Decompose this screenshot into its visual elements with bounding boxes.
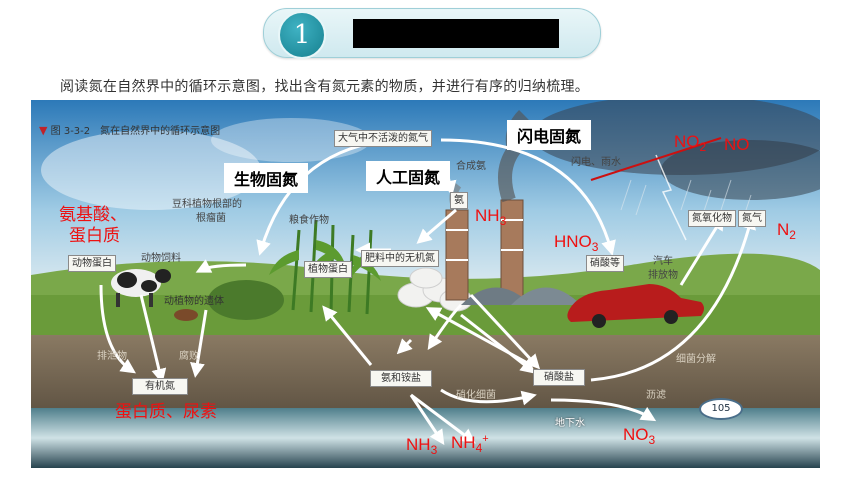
label-nitrifying-bacteria: 硝化细菌	[456, 390, 496, 401]
box-nitric-acid: 硝酸等	[586, 255, 624, 272]
callout-lightning-fixation: 闪电固氮	[507, 120, 592, 150]
intro-text: 阅读氮在自然界中的循环示意图，找出含有氮元素的物质，并进行有序的归纳梳理。	[60, 79, 590, 95]
section-number: 1	[293, 20, 311, 50]
callout-biological-fixation: 生物固氮	[224, 163, 309, 193]
label-car-line1: 汽车	[653, 256, 673, 267]
annotation-hno3: HNO3	[554, 232, 599, 254]
box-plant-protein: 植物蛋白	[304, 261, 352, 278]
box-animal-protein: 动物蛋白	[68, 255, 116, 272]
box-nitrogen-gas: 氮气	[738, 210, 766, 227]
label-legume-line1: 豆科植物根部的	[172, 199, 242, 210]
box-nitrate-salt: 硝酸盐	[533, 369, 585, 386]
label-plant-animal-remains: 动植物的遗体	[164, 296, 224, 307]
box-ammonia-ammonium: 氨和铵盐	[370, 370, 432, 387]
annotation-n2-right: N2	[777, 220, 796, 242]
callout-industrial-fixation: 人工固氮	[366, 161, 451, 191]
annotation-no3-bottom: NO3	[623, 425, 656, 447]
annotation-amino-line2: 蛋白质	[69, 226, 120, 245]
annotation-no: NO	[724, 135, 750, 154]
label-car-line2: 排放物	[648, 270, 678, 281]
box-atmospheric-nitrogen: 大气中不活泼的氮气	[334, 130, 432, 147]
annotation-n2-top: N2	[387, 100, 406, 103]
page-number-badge: 105	[699, 398, 743, 420]
annotation-nh4-bottom: NH4+	[451, 433, 489, 455]
label-leaching: 沥滤	[646, 390, 666, 401]
label-excreta: 排泄物	[97, 351, 127, 362]
figure-caption: ▼ 图 3-3-2 氮在自然界中的循环示意图	[39, 122, 220, 137]
caption-marker-icon: ▼	[39, 124, 48, 137]
label-bacterial-decomposition: 细菌分解	[676, 354, 716, 365]
box-ammonia: 氨	[450, 192, 468, 209]
box-nitrogen-oxides: 氮氧化物	[688, 210, 736, 227]
label-synthetic-ammonia: 合成氨	[456, 161, 486, 172]
label-grain-crops: 粮食作物	[289, 215, 329, 226]
figure-caption-text: 图 3-3-2 氮在自然界中的循环示意图	[50, 126, 221, 137]
label-lightning-rain: 闪电、雨水	[571, 157, 621, 168]
box-organic-nitrogen: 有机氮	[132, 378, 188, 395]
label-animal-feed: 动物饲料	[141, 253, 181, 264]
annotation-amino-acids-protein: 氨基酸、 蛋白质	[59, 204, 127, 246]
annotation-nh3-bottom: NH3	[406, 435, 438, 457]
label-legume-line2: 根瘤菌	[196, 213, 226, 224]
annotation-protein-urea: 蛋白质、尿素	[115, 402, 217, 421]
label-decay: 腐败	[179, 351, 199, 362]
nitrogen-cycle-diagram: ▼ 图 3-3-2 氮在自然界中的循环示意图 大气中不活泼的氮气 氨 肥料中的无…	[31, 100, 820, 468]
box-fertilizer-inorganic-n: 肥料中的无机氮	[361, 250, 439, 267]
annotation-amino-line1: 氨基酸、	[59, 205, 127, 224]
annotation-nh3-factory: NH3	[475, 206, 507, 228]
section-number-badge: 1	[278, 11, 326, 59]
annotation-no2: NO2	[674, 132, 707, 154]
label-groundwater: 地下水	[555, 418, 585, 429]
redacted-title-block	[353, 19, 559, 48]
